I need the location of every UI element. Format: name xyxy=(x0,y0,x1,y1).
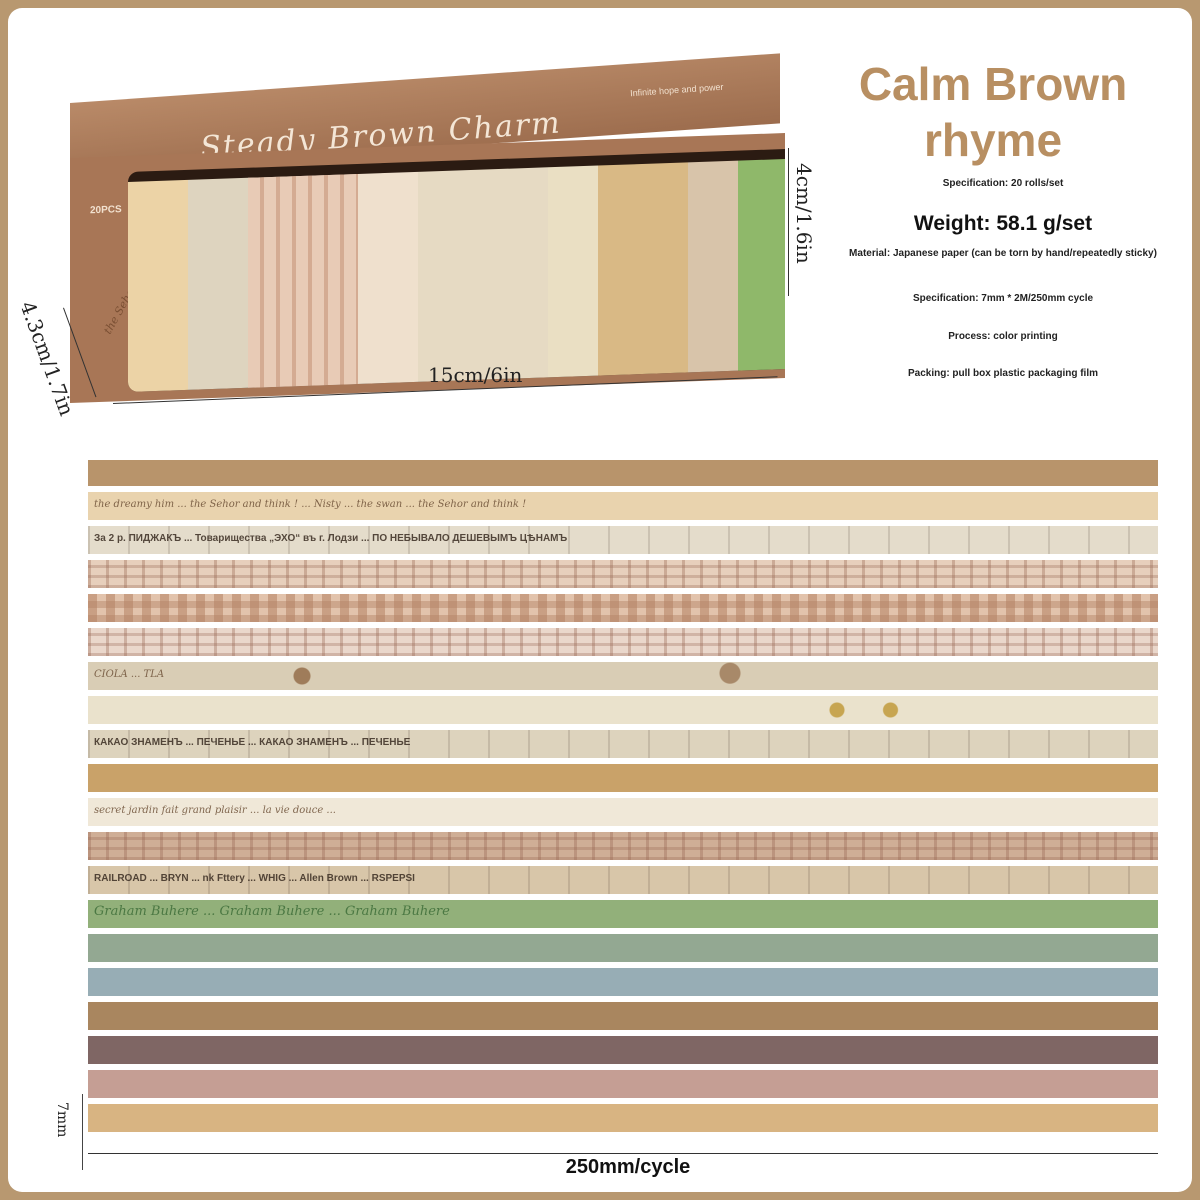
height-label: 4cm/1.6in xyxy=(792,163,816,264)
tape-swatch: За 2 р. ПИДЖАКЪ ... Товарищества „ЭХО“ в… xyxy=(88,526,1158,554)
tape-pattern-text: secret jardin fait grand plaisir ... la … xyxy=(94,805,336,816)
tape-roll xyxy=(358,171,418,389)
box-window xyxy=(128,148,785,392)
product-box-image: Steady Brown Charm Infinite hope and pow… xyxy=(70,53,785,403)
box-brand-label: 20PCS xyxy=(90,204,122,217)
tape-swatch-list: the dreamy him ... the Sehor and think !… xyxy=(88,460,1158,1138)
spec-rolls: Specification: 20 rolls/set xyxy=(942,178,1064,189)
tape-swatch xyxy=(88,764,1158,792)
tape-roll xyxy=(418,167,548,387)
weight: Weight: 58.1 g/set xyxy=(913,212,1093,235)
tape-roll xyxy=(188,177,248,392)
tape-swatch xyxy=(88,934,1158,962)
length-label: 15cm/6in xyxy=(428,363,523,387)
product-title: Calm Brown rhyme xyxy=(828,56,1158,168)
tape-pattern-text: КАКАО ЗНАМЕНЪ ... ПЕЧЕНЬЕ ... КАКАО ЗНАМ… xyxy=(94,737,411,748)
tape-swatch xyxy=(88,560,1158,588)
tape-roll xyxy=(248,173,358,392)
title-line1: Calm Brown xyxy=(858,58,1128,110)
tape-swatch: RAILROAD ... BRYN ... nk Fttery ... WHIG… xyxy=(88,866,1158,894)
tape-roll xyxy=(548,165,598,383)
tape-swatch xyxy=(88,1036,1158,1064)
spec-size: Specification: 7mm * 2M/250mm cycle xyxy=(912,293,1094,304)
product-card: Steady Brown Charm Infinite hope and pow… xyxy=(8,8,1192,1192)
tape-pattern-text: Graham Buhere ... Graham Buhere ... Grah… xyxy=(94,904,450,919)
tape-swatch: secret jardin fait grand plaisir ... la … xyxy=(88,798,1158,826)
tape-pattern-text: За 2 р. ПИДЖАКЪ ... Товарищества „ЭХО“ в… xyxy=(94,533,568,544)
tape-swatch xyxy=(88,1002,1158,1030)
tape-swatch xyxy=(88,968,1158,996)
height-dimension-line xyxy=(788,148,789,296)
tape-roll xyxy=(688,160,738,378)
tape-swatch xyxy=(88,696,1158,724)
tape-pattern-text: RAILROAD ... BRYN ... nk Fttery ... WHIG… xyxy=(94,873,415,884)
title-line2: rhyme xyxy=(923,114,1063,166)
tape-swatch xyxy=(88,832,1158,860)
tape-swatch xyxy=(88,594,1158,622)
tape-swatch xyxy=(88,628,1158,656)
tape-swatch: the dreamy him ... the Sehor and think !… xyxy=(88,492,1158,520)
tape-swatch: Graham Buhere ... Graham Buhere ... Grah… xyxy=(88,900,1158,928)
tape-swatch: CIOLA ... TLA xyxy=(88,662,1158,690)
tape-pattern-text: CIOLA ... TLA xyxy=(94,669,165,680)
tape-swatch xyxy=(88,1104,1158,1132)
packing: Packing: pull box plastic packaging film xyxy=(907,368,1099,379)
cycle-line xyxy=(88,1153,1158,1154)
tape-pattern-text: the dreamy him ... the Sehor and think !… xyxy=(94,499,527,510)
tape-roll xyxy=(128,179,188,392)
material: Material: Japanese paper (can be torn by… xyxy=(849,248,1157,259)
process: Process: color printing xyxy=(948,331,1058,342)
tape-width-line xyxy=(82,1094,83,1170)
tape-swatch: КАКАО ЗНАМЕНЪ ... ПЕЧЕНЬЕ ... КАКАО ЗНАМ… xyxy=(88,730,1158,758)
cycle-label: 250mm/cycle xyxy=(565,1156,691,1178)
tape-swatch xyxy=(88,1070,1158,1098)
tape-roll xyxy=(738,158,785,376)
tape-swatch xyxy=(88,460,1158,486)
tape-roll xyxy=(598,162,688,381)
tape-width-label: 7mm xyxy=(54,1102,70,1138)
